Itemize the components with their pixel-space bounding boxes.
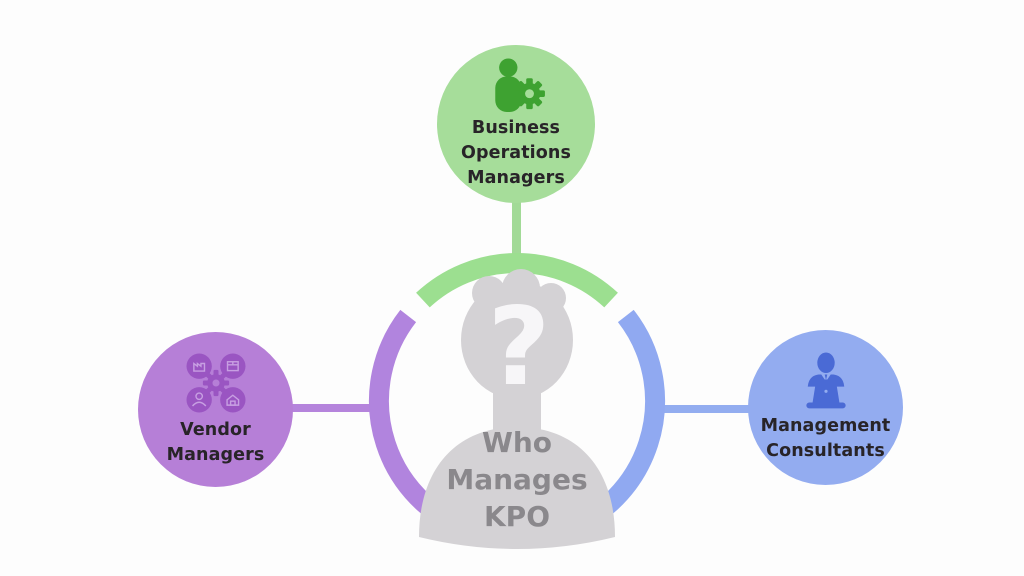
node-label-vendor-managers: Vendor Managers (166, 419, 265, 465)
person-silhouette-icon (419, 269, 615, 549)
ring-segment-top (416, 253, 618, 308)
node-label-management-consultants: Management Consultants (760, 415, 891, 461)
node-vendor-managers: Vendor Managers (138, 332, 293, 487)
node-business-operations-managers: Business Operations Managers (437, 45, 595, 203)
node-label-business-operations-managers: Business Operations Managers (461, 117, 571, 188)
vendor-network-gear-icon (186, 353, 245, 412)
center-title: Who Manages KPO (446, 426, 588, 533)
node-management-consultants: Management Consultants (748, 330, 903, 485)
consultant-laptop-icon (805, 351, 846, 408)
manager-gear-icon (495, 57, 545, 112)
question-mark: ? (488, 285, 551, 410)
